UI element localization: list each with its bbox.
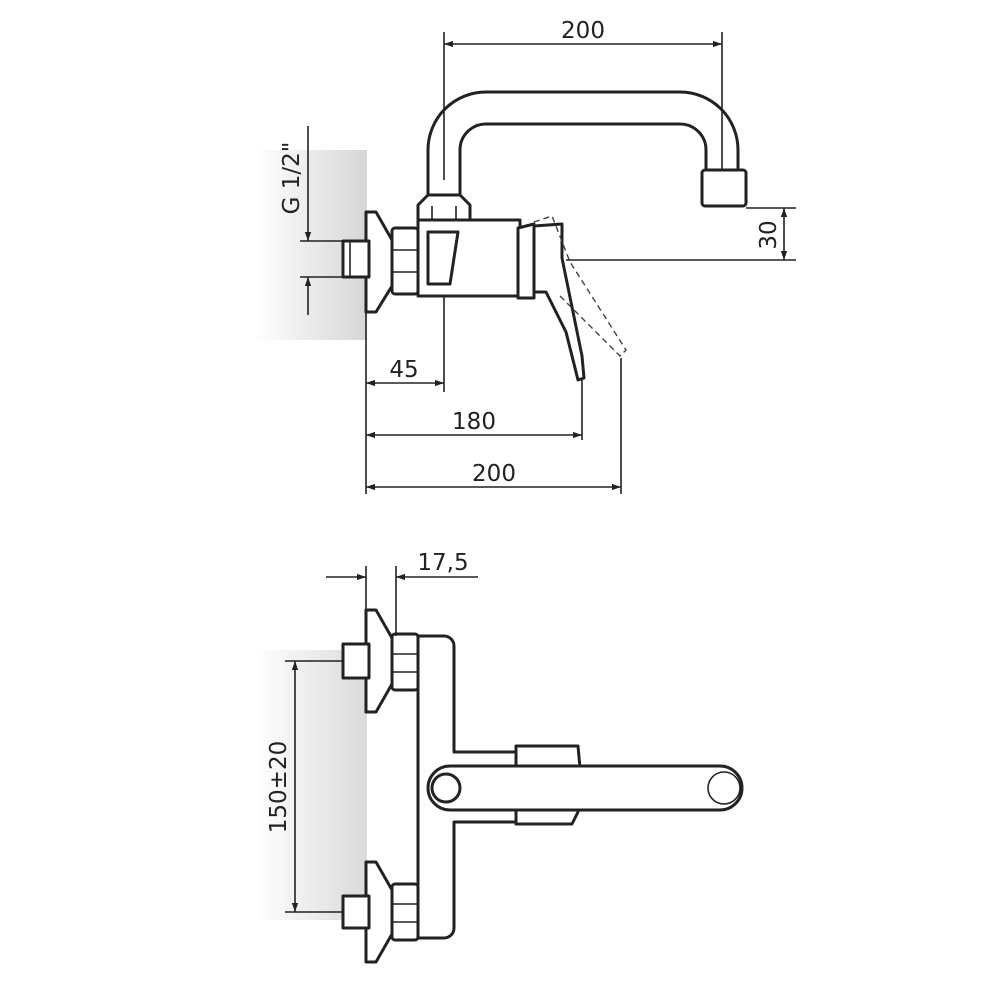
label-wall-plate: 17,5 (417, 550, 468, 576)
spout-aerator (700, 168, 748, 208)
lever-handle-open (533, 215, 627, 357)
top-view (255, 608, 744, 964)
label-spout-reach: 200 (561, 18, 605, 44)
label-overall-depth: 200 (472, 461, 516, 487)
lower-hex-coupler (390, 882, 420, 942)
lever-handle (532, 222, 586, 382)
connection-pipe (341, 239, 371, 279)
lever-pivot (430, 772, 462, 804)
label-connection-thread: G 1/2" (279, 142, 305, 215)
spout-tube (426, 90, 740, 197)
top-dimensions: 17,5 150±20 (266, 550, 478, 913)
lever-handle-top (426, 764, 744, 812)
side-dimensions: 200 30 G 1/2" 45 180 200 (279, 18, 796, 494)
wall-shadow-top (255, 650, 367, 920)
label-spout-height: 30 (756, 220, 782, 249)
body-window (426, 230, 460, 286)
upper-connection-pipe (341, 642, 371, 680)
cartridge-housing (516, 222, 536, 300)
upper-hex-coupler (390, 632, 420, 692)
lower-connection-pipe (341, 894, 371, 930)
side-view (255, 90, 748, 382)
spout-swivel-nut (416, 193, 472, 222)
label-connection-spacing: 150±20 (266, 741, 292, 833)
lever-end-cap (707, 771, 741, 805)
label-lever-reach: 180 (452, 409, 496, 435)
hex-coupler (390, 226, 420, 296)
label-body-offset: 45 (389, 357, 418, 383)
